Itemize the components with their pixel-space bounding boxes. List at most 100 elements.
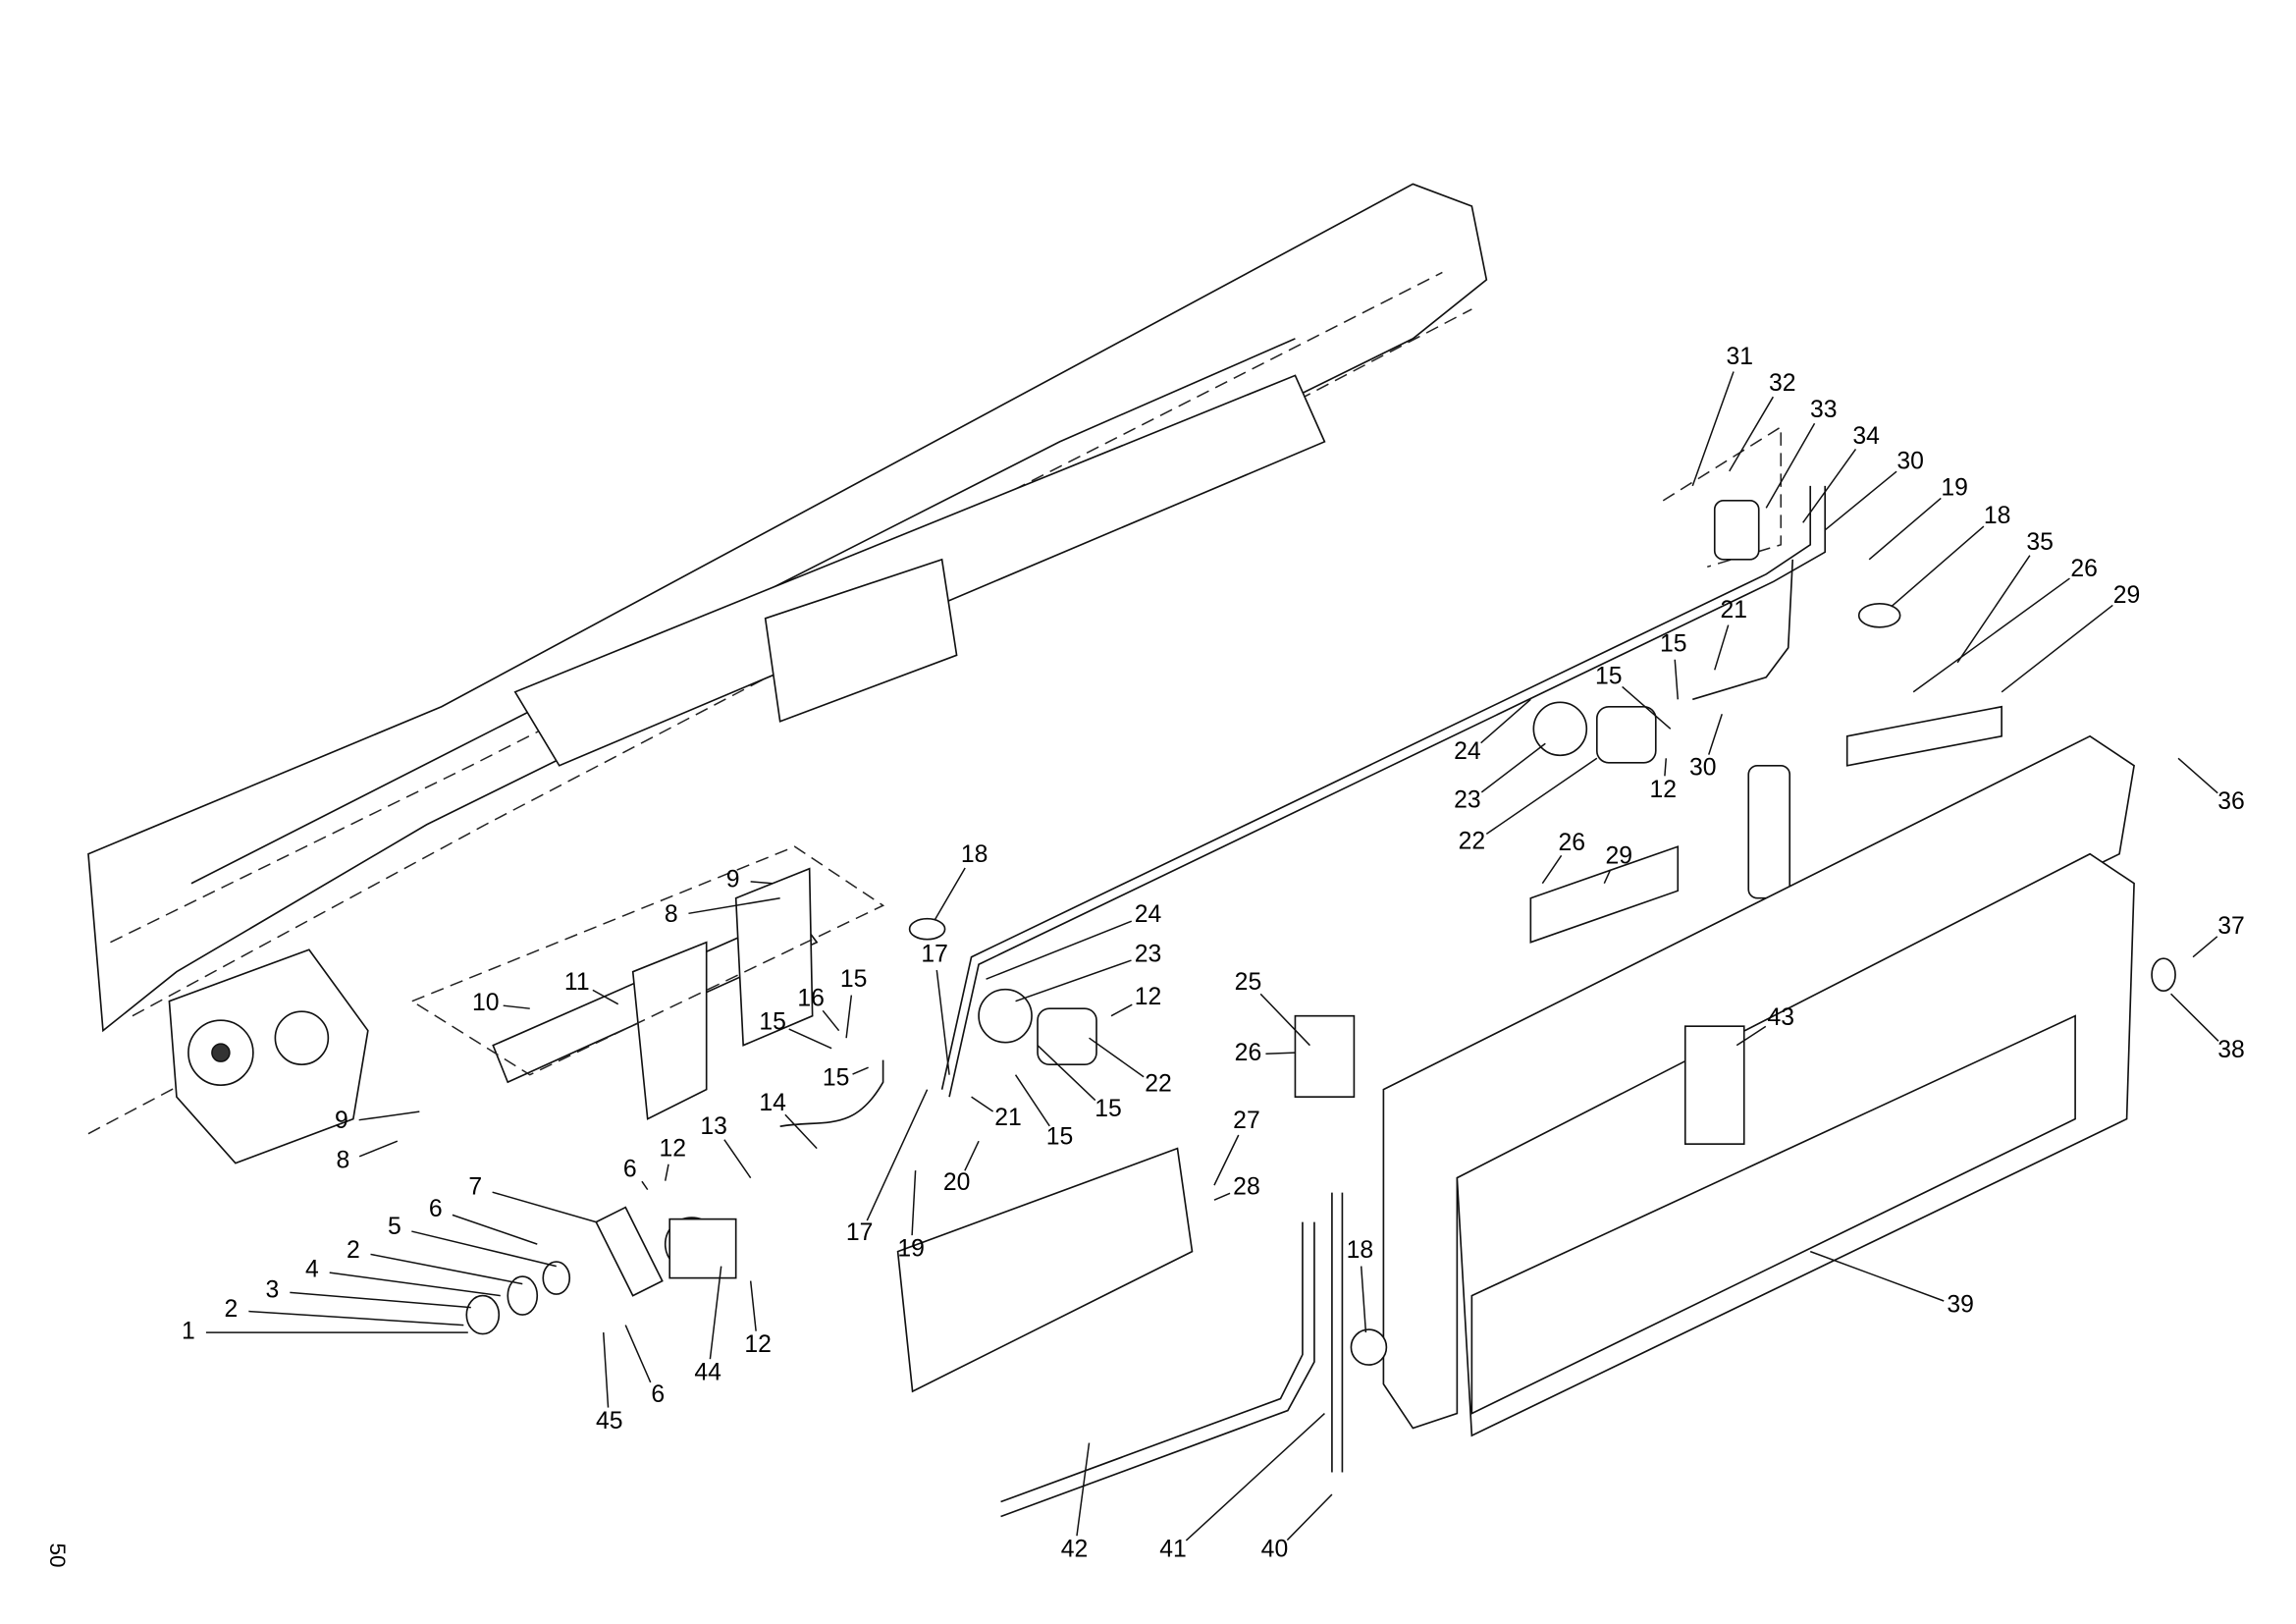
leader-line	[1622, 685, 1672, 730]
leader-line	[709, 1266, 722, 1360]
callout-label: 9	[726, 866, 740, 893]
callout-label: 22	[1459, 828, 1486, 854]
leader-line	[750, 881, 774, 885]
leader-line	[602, 1332, 610, 1408]
callout-label: 22	[1145, 1071, 1172, 1098]
leader-line	[822, 1009, 840, 1032]
callout-label: 1	[182, 1319, 195, 1345]
leader-line	[1015, 959, 1132, 1002]
callout-label: 19	[897, 1236, 925, 1263]
leader-line	[1110, 1003, 1133, 1017]
leader-line	[1824, 470, 1897, 531]
callout-label: 29	[1606, 842, 1633, 869]
callout-label: 18	[961, 841, 988, 868]
callout-label: 38	[2217, 1037, 2245, 1063]
header-frame-beam	[87, 183, 1488, 1135]
callout-label: 23	[1135, 942, 1162, 968]
callout-label: 45	[596, 1408, 623, 1435]
callout-label: 27	[1233, 1108, 1260, 1134]
leader-line	[934, 867, 966, 921]
callout-label: 8	[665, 901, 678, 928]
filter-assembly	[908, 425, 1901, 941]
leader-line	[1802, 448, 1857, 523]
leader-line	[329, 1272, 501, 1297]
leader-line	[2170, 993, 2219, 1042]
callout-label: 15	[823, 1065, 850, 1092]
pump-assembly	[465, 1206, 737, 1335]
callout-leaders	[205, 371, 2219, 1542]
leader-line	[1213, 1134, 1240, 1186]
leader-line	[1729, 396, 1774, 472]
leader-line	[1541, 854, 1563, 885]
callout-label: 7	[468, 1174, 482, 1201]
mounting-bracket	[411, 845, 885, 1120]
leader-line	[1286, 1493, 1333, 1542]
leader-line	[1076, 1442, 1091, 1537]
leader-line	[964, 1140, 980, 1171]
leader-line	[1360, 1266, 1367, 1333]
leader-line	[411, 1230, 557, 1268]
leader-line	[641, 1180, 649, 1191]
callout-label: 29	[2113, 582, 2141, 609]
callout-label: 8	[336, 1148, 349, 1174]
leader-line	[852, 1066, 869, 1075]
leader-line	[749, 1280, 757, 1331]
leader-line	[358, 1140, 399, 1158]
leader-line	[971, 1096, 994, 1112]
leader-line	[935, 969, 950, 1075]
callout-label: 11	[564, 969, 590, 996]
callout-label: 12	[1650, 777, 1678, 803]
callout-label: 16	[797, 986, 825, 1012]
leader-line	[1708, 714, 1723, 755]
callout-label: 9	[335, 1108, 348, 1134]
callout-label: 40	[1261, 1537, 1289, 1563]
callout-label: 15	[1046, 1124, 1074, 1151]
leader-line	[1259, 993, 1310, 1047]
callout-label: 17	[846, 1219, 874, 1246]
callout-label: 26	[1559, 830, 1586, 856]
leader-line	[370, 1253, 523, 1285]
callout-label: 17	[921, 942, 948, 968]
leader-line	[723, 1139, 752, 1179]
leader-line	[1956, 555, 2031, 664]
leader-line	[1765, 422, 1816, 509]
callout-label: 6	[429, 1196, 443, 1222]
callout-label: 25	[1235, 969, 1262, 996]
leader-line	[1674, 659, 1680, 700]
leader-line	[1603, 869, 1612, 885]
leader-line	[1480, 698, 1531, 744]
leader-line	[845, 995, 853, 1039]
callout-label: 43	[1767, 1004, 1794, 1031]
leader-line	[290, 1291, 471, 1309]
leader-line	[503, 1004, 530, 1009]
shield-panel	[896, 1147, 1194, 1393]
leader-line	[592, 989, 619, 1005]
callout-label: 2	[225, 1296, 239, 1323]
callout-label: 10	[472, 990, 500, 1016]
callout-label: 35	[2026, 529, 2054, 556]
callout-label: 12	[659, 1136, 686, 1163]
leader-line	[1089, 1037, 1145, 1078]
leader-line	[1037, 1045, 1096, 1102]
callout-label: 20	[943, 1169, 971, 1196]
leader-line	[788, 1028, 832, 1050]
callout-label: 15	[1595, 663, 1623, 689]
leader-line	[2192, 936, 2218, 958]
callout-label: 30	[1896, 448, 1924, 474]
callout-label: 21	[1720, 597, 1747, 623]
callout-label: 13	[700, 1113, 727, 1140]
leader-line	[1014, 1074, 1050, 1127]
leader-line	[1664, 758, 1668, 777]
callout-label: 33	[1810, 397, 1838, 423]
leader-line	[248, 1310, 464, 1326]
callout-label: 31	[1726, 344, 1753, 370]
callout-label: 23	[1454, 786, 1481, 813]
leader-line	[1265, 1052, 1296, 1055]
callout-label: 12	[1135, 984, 1162, 1010]
leader-line	[1714, 624, 1730, 671]
callout-label: 34	[1852, 423, 1880, 450]
callout-label: 3	[265, 1277, 279, 1304]
callout-label: 5	[388, 1214, 401, 1240]
gearbox	[168, 948, 369, 1164]
